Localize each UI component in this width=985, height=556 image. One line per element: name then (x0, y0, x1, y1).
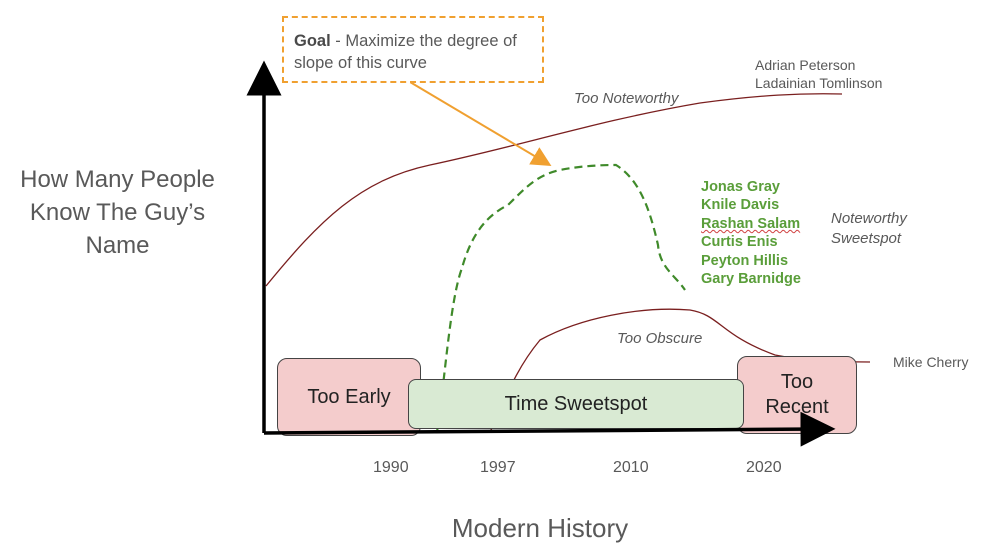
name-top-1: Adrian Peterson (755, 57, 856, 73)
goal-bold: Goal (294, 32, 331, 50)
goal-box: Goal - Maximize the degree of slope of t… (282, 16, 544, 83)
too-recent-line2: Recent (765, 396, 829, 418)
too-early-label: Too Early (307, 385, 391, 408)
y-axis-label: How Many People Know The Guy’s Name (20, 166, 215, 259)
x-tick-1997: 1997 (480, 459, 516, 476)
player-list: Jonas Gray Knile Davis Rashan Salam Curt… (701, 178, 801, 288)
x-tick-1990: 1990 (373, 459, 409, 476)
noteworthy-sweetspot-line1: Noteworthy (831, 210, 907, 227)
player-item: Jonas Gray (701, 179, 780, 195)
target-dashed-curve (435, 163, 686, 433)
too-noteworthy-label: Too Noteworthy (574, 90, 679, 107)
time-sweetspot-box: Time Sweetspot (408, 379, 744, 429)
name-bottom: Mike Cherry (893, 354, 969, 370)
player-item: Curtis Enis (701, 234, 778, 251)
goal-text: - Maximize the degree of slope of this c… (294, 32, 517, 72)
name-top-2: Ladainian Tomlinson (755, 75, 883, 91)
too-recent-line1: Too (780, 371, 814, 393)
x-tick-2010: 2010 (613, 459, 649, 476)
noteworthy-curve (265, 93, 843, 287)
player-item: Peyton Hillis (701, 252, 789, 269)
time-sweetspot-label: Time Sweetspot (504, 392, 648, 415)
goal-arrow (409, 81, 552, 167)
player-item: Rashan Salam (701, 215, 801, 232)
player-item: Knile Davis (701, 197, 780, 214)
x-tick-2020: 2020 (746, 459, 782, 476)
player-item: Gary Barnidge (701, 271, 801, 288)
too-early-box: Too Early (277, 358, 421, 436)
noteworthy-sweetspot-line2: Sweetspot (831, 230, 902, 247)
too-obscure-label: Too Obscure (617, 330, 703, 347)
x-axis-label: Modern History (451, 513, 629, 543)
